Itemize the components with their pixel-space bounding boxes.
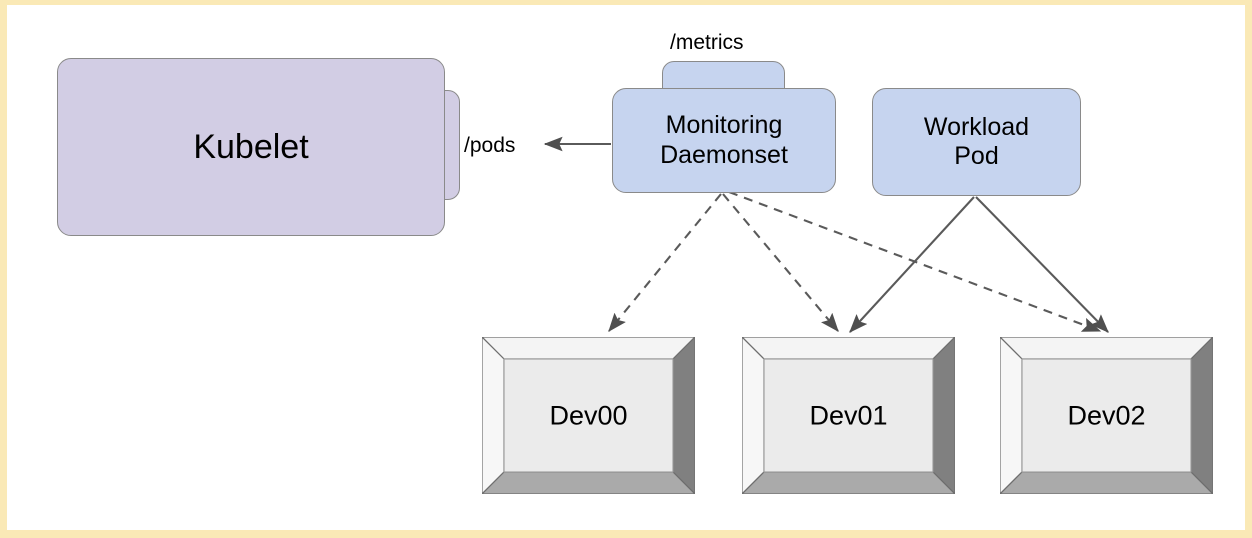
edge-daemonset-to-dev02 — [728, 191, 1102, 332]
page-frame-left — [0, 0, 7, 538]
edge-label-pods: /pods — [464, 134, 516, 157]
device-dev00[interactable]: Dev00 — [480, 335, 697, 496]
page-frame-right — [1245, 0, 1252, 538]
device-dev01[interactable]: Dev01 — [740, 335, 957, 496]
node-workload-pod-label: Workload Pod — [923, 112, 1030, 171]
node-monitoring-daemonset[interactable]: Monitoring Daemonset — [612, 88, 836, 193]
device-dev00-shape — [480, 335, 697, 496]
node-monitoring-daemonset-label: Monitoring Daemonset — [660, 111, 788, 169]
edge-daemonset-to-dev01 — [722, 193, 839, 332]
node-workload-pod[interactable]: Workload Pod — [872, 88, 1081, 196]
node-kubelet-label: Kubelet — [193, 127, 309, 166]
device-dev01-shape — [740, 335, 957, 496]
edge-daemonset-to-dev00 — [608, 193, 722, 332]
node-kubelet[interactable]: Kubelet — [57, 58, 445, 236]
device-dev02-shape — [998, 335, 1215, 496]
edge-label-metrics: /metrics — [670, 31, 744, 54]
edge-workload-to-dev01 — [849, 196, 975, 333]
device-dev02[interactable]: Dev02 — [998, 335, 1215, 496]
edge-workload-to-dev02 — [975, 196, 1109, 333]
page-frame-bottom — [0, 530, 1252, 538]
page-frame-top — [0, 0, 1252, 5]
